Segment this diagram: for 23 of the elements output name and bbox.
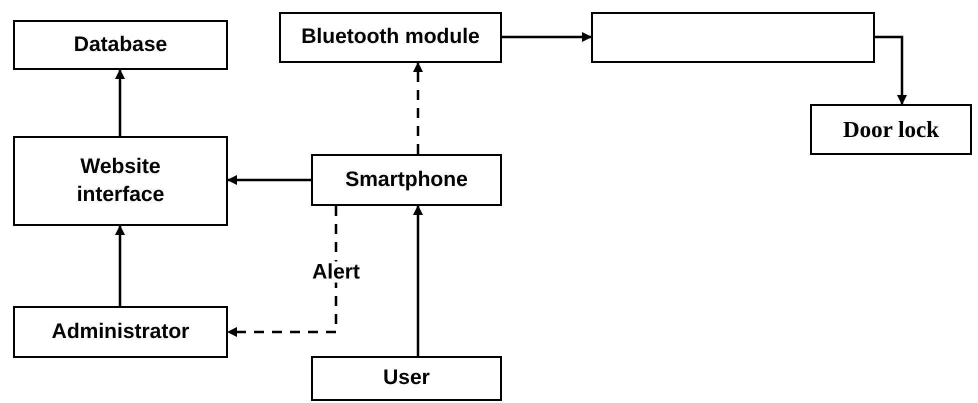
process-box [13,20,228,70]
arrow [875,36,907,105]
arrow [502,32,592,42]
arrow [413,62,423,154]
arrow [413,205,423,356]
arrow [115,225,125,306]
process-box [810,104,972,155]
node-label: Bluetooth module [301,24,480,50]
node-label: Database [74,32,168,58]
process-box [279,12,502,63]
process-box [591,12,875,63]
node-label: Smartphone [345,166,468,193]
node-label: User [383,365,430,392]
process-box [311,356,502,401]
arrow [227,206,338,337]
process-box [13,306,228,358]
arrow [227,175,311,185]
process-box [311,154,502,206]
process-box [13,136,228,226]
node-label: Administrator [52,318,190,345]
arrow [115,69,125,136]
node-label: Door lock [842,116,940,144]
node-label: Website interface [76,154,166,208]
